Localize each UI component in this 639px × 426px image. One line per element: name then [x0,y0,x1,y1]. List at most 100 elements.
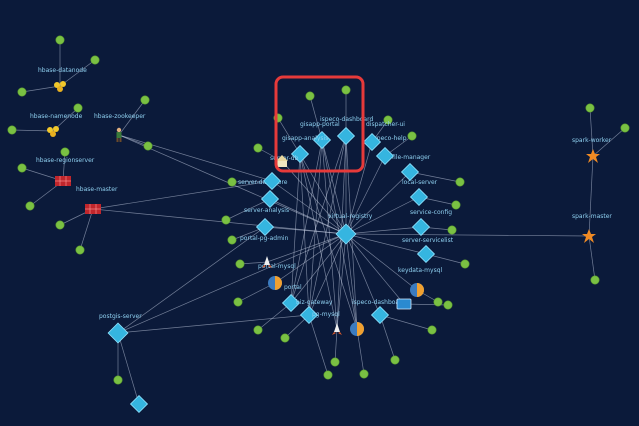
leaf-node[interactable] [227,235,237,245]
hbase-datanode-node[interactable]: hbase-datanode [38,67,87,92]
connection-edge [345,233,418,291]
hbase-datanode-label: hbase-datanode [38,67,87,74]
leaf-node[interactable] [55,220,65,230]
hbase-regionserver-node[interactable]: hbase-regionserver [36,157,95,186]
portal-mysql-node[interactable]: portal-mysql [258,256,296,270]
leaf-node[interactable] [455,177,465,187]
leaf-node[interactable] [620,123,630,133]
leaf-node[interactable] [460,259,470,269]
leaf-node[interactable] [443,300,453,310]
virtual-registry-node[interactable]: virtual-registry [328,213,373,245]
database-icon [350,322,364,336]
house-icon [276,155,288,167]
spark-master-node[interactable]: spark-master [572,213,612,243]
leaf-node[interactable] [90,55,100,65]
ispeco-dashboard2-label: ispeco-dashboard [352,299,405,306]
leaf-node[interactable] [341,85,351,95]
service-diamond-icon [281,293,301,313]
server-analysis-node[interactable]: server-analysis [244,189,289,214]
leaf-node[interactable] [253,325,263,335]
leaf-node[interactable] [447,225,457,235]
leaf-node[interactable] [407,131,417,141]
keydata-mysql-node[interactable]: keydata-mysql [398,267,443,297]
service-diamond-icon [336,126,356,146]
hbase-namenode-node[interactable]: hbase-namenode [30,113,83,137]
connection-edge [257,302,292,331]
leaf-node[interactable] [253,143,263,153]
connection-edge [345,226,422,235]
connection-edge [79,208,94,251]
server-servicelist-node[interactable]: server-servicelist [402,217,454,264]
leaf-node[interactable] [233,297,243,307]
local-server-node[interactable]: local-server [400,162,438,186]
leaf-node[interactable] [330,357,340,367]
leaf-node[interactable] [305,91,315,101]
connection-edge [117,314,310,334]
local-server-label: local-server [402,179,438,186]
file-manager-node[interactable]: file-manager [375,146,431,166]
keydata-mysql-label: keydata-mysql [398,267,443,274]
leaf-node[interactable] [17,87,27,97]
leaf-node[interactable] [227,177,237,187]
connection-edge [299,153,347,235]
leaf-node[interactable] [590,275,600,285]
leaf-node[interactable] [7,125,17,135]
leaf-node[interactable] [451,200,461,210]
service-diamond-icon [299,305,319,325]
connection-edge [274,233,347,284]
dispatcher-ui-node[interactable]: dispatcher-ui [366,121,405,128]
pg-mysql-node[interactable]: pg-mysql [312,311,364,336]
server-analysis-label: server-analysis [244,207,289,214]
service-diamond-icon [129,394,149,414]
connection-edge [345,233,590,237]
ispeco-dashboard2-node[interactable]: ispeco-dashboard [352,298,412,325]
hbase-zookeeper-node[interactable]: hbase-zookeeper [94,113,146,142]
gisapp-portal-node[interactable]: gisapp-portal [300,121,340,150]
leaf-node[interactable] [55,35,65,45]
connection-edge [117,332,140,405]
connection-edge [257,147,283,162]
service-diamond-icon [411,217,431,237]
connection-edge [92,180,273,210]
ispeco-dashboard-node[interactable]: ispeco-dashboard [320,116,373,146]
leaf-node[interactable] [25,201,35,211]
leaf-node[interactable] [280,333,290,343]
leaf-node[interactable] [17,163,27,173]
service-config-node[interactable]: service-config [409,187,452,216]
gisapp-analysis-node[interactable]: gisapp-analysis [282,135,328,164]
leaf-node[interactable] [433,297,443,307]
leaf-node[interactable] [235,259,245,269]
biz-gateway-node[interactable]: biz-gateway [296,299,333,325]
spark-icon [586,149,600,163]
leaf-node[interactable] [383,115,393,125]
connection-edge [345,233,405,305]
connection-edge [345,141,373,235]
leaf-node[interactable] [221,215,231,225]
connection-edge [290,139,323,304]
leaf-node[interactable] [390,355,400,365]
leaf-node[interactable] [75,245,85,255]
leaf-node[interactable] [60,147,70,157]
hbase-master-node[interactable]: hbase-master [76,186,118,214]
leaf-node[interactable] [113,375,123,385]
server-db-node[interactable]: server-db [270,155,299,167]
leaf-node[interactable] [585,103,595,113]
spark-worker-node[interactable]: spark-worker [572,137,612,163]
leaf-node[interactable] [323,370,333,380]
hbase-namenode-label: hbase-namenode [30,113,83,120]
portal-node[interactable]: portal [268,276,302,313]
rocket-icon [262,256,272,268]
postgis-server-label: postgis-server [99,313,142,320]
server-datastore-node[interactable]: server-datastore [238,171,288,191]
service-diamond-icon [400,162,420,182]
leaf-node[interactable] [427,325,437,335]
postgis-server-node[interactable]: postgis-server [99,313,149,414]
ispeco-help-node[interactable]: ispeco-help [362,132,407,152]
leaf-node[interactable] [359,369,369,379]
portal-pg-admin-node[interactable]: portal-pg-admin [240,217,289,242]
leaf-node[interactable] [143,141,153,151]
leaf-node[interactable] [140,95,150,105]
server-datastore-label: server-datastore [238,179,288,186]
leaf-node[interactable] [73,103,83,113]
